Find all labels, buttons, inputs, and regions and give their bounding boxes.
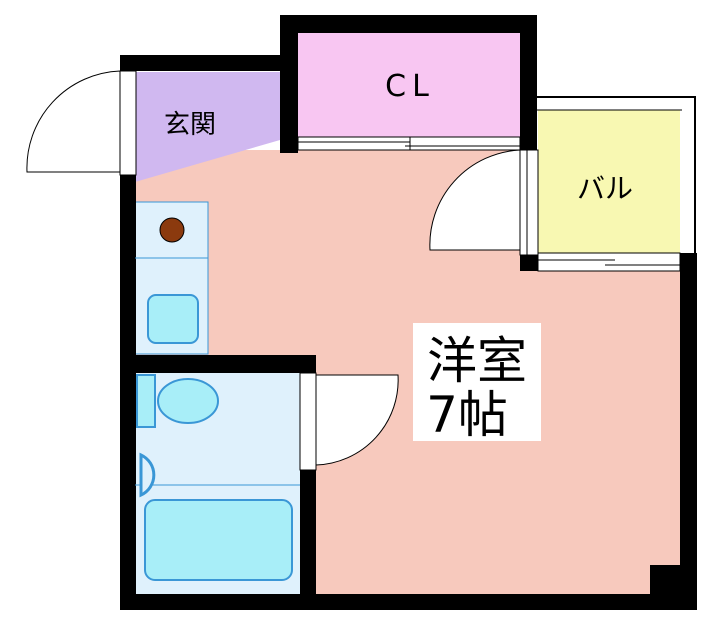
entrance-label: 玄関 bbox=[164, 110, 216, 140]
entrance-door bbox=[26, 70, 137, 176]
balcony-door bbox=[429, 149, 539, 256]
closet-floor bbox=[297, 32, 521, 137]
closet-sliding-door bbox=[297, 136, 521, 151]
western-room-label-line2: 7帖 bbox=[426, 386, 508, 444]
balcony-window bbox=[537, 252, 681, 272]
western-room-label-line1: 洋室 bbox=[427, 332, 527, 390]
balcony-floor bbox=[538, 110, 680, 253]
bathroom-door bbox=[299, 372, 399, 471]
closet-label: CL bbox=[385, 69, 435, 104]
entrance-floor bbox=[135, 72, 280, 182]
balcony-railing bbox=[537, 96, 696, 258]
western-room-label-bg bbox=[413, 323, 541, 441]
toilet bbox=[136, 374, 219, 428]
bathtub bbox=[144, 499, 293, 581]
balcony-label: バル bbox=[577, 172, 633, 205]
walls bbox=[120, 15, 697, 610]
washer-drain bbox=[159, 217, 185, 243]
bath-sink bbox=[139, 452, 156, 498]
washbasin bbox=[147, 294, 199, 344]
